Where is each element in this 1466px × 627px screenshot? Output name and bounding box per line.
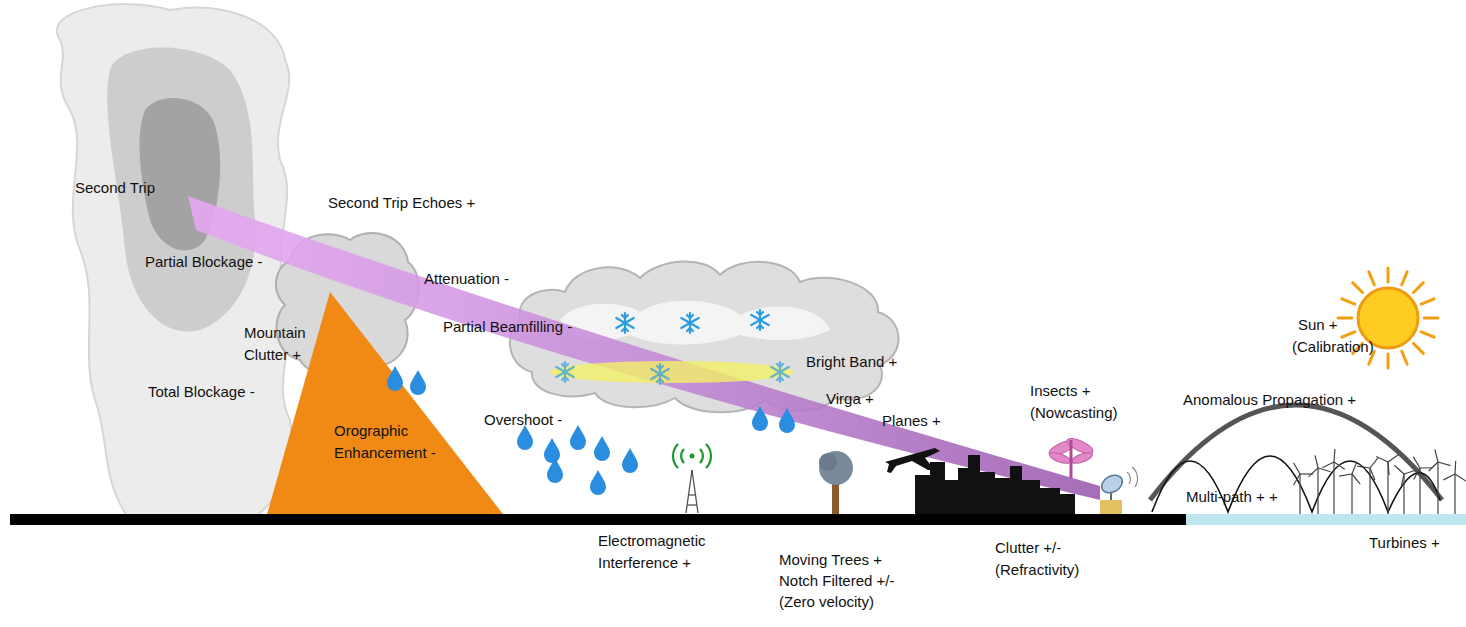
artifact-label: Sun + bbox=[1298, 314, 1338, 336]
artifact-label: Partial Blockage - bbox=[145, 251, 263, 273]
artifact-label: Planes + bbox=[882, 410, 941, 432]
artifact-label: Bright Band + bbox=[806, 351, 897, 373]
artifact-label: Partial Beamfilling - bbox=[443, 316, 572, 338]
artifact-label: Mountain Clutter + bbox=[244, 322, 328, 366]
artifact-note: (Zero velocity) bbox=[779, 591, 874, 613]
artifact-label: Anomalous Propagation + bbox=[1183, 389, 1356, 411]
artifact-label: Total Blockage - bbox=[148, 381, 255, 403]
artifact-label: Attenuation - bbox=[424, 268, 509, 290]
artifact-label: Moving Trees + bbox=[779, 549, 882, 571]
artifact-label: Second Trip Echoes + bbox=[328, 192, 475, 214]
artifact-label: Virga + bbox=[826, 388, 874, 410]
storm-label: Second Trip bbox=[75, 177, 155, 199]
artifact-note: Notch Filtered +/- bbox=[779, 570, 894, 592]
artifact-note: (Refractivity) bbox=[995, 559, 1079, 581]
artifact-note: (Calibration) bbox=[1292, 336, 1374, 358]
artifact-label: Orographic Enhancement - bbox=[334, 420, 446, 464]
artifact-label: Turbines + bbox=[1369, 532, 1440, 554]
artifact-label: Multi-path + + bbox=[1186, 486, 1278, 508]
artifact-label: Overshoot - bbox=[484, 409, 562, 431]
artifact-note: (Nowcasting) bbox=[1030, 402, 1118, 424]
artifact-label: Clutter +/- bbox=[995, 537, 1061, 559]
artifact-label: Insects + bbox=[1030, 380, 1090, 402]
artifact-label: Electromagnetic Interference + bbox=[598, 530, 720, 574]
